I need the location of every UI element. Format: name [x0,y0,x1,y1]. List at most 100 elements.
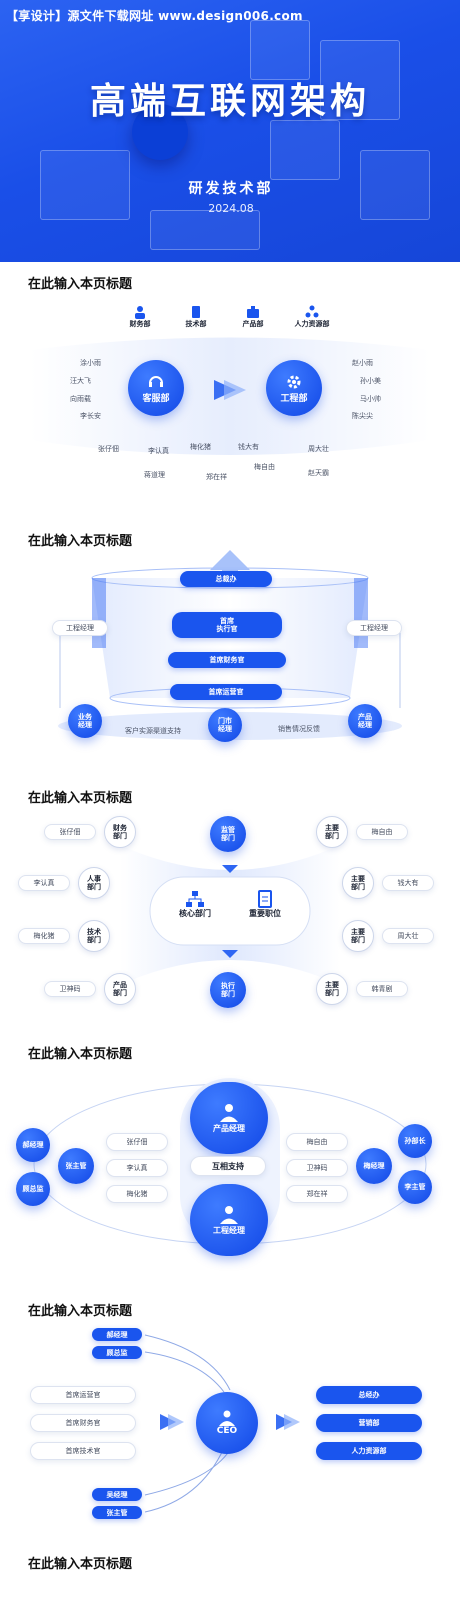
dept-label: 财务部 [129,320,151,328]
key-role-block[interactable]: 重要职位 [232,880,298,928]
name-label: 钱大有 [238,443,259,451]
label-eng-manager-left[interactable]: 工程经理 [52,620,108,636]
hero-orb [132,104,188,160]
dept-tech[interactable]: 技术部 [176,305,216,329]
org-icon [305,305,319,318]
pill-label: 梅化猪 [126,1190,148,1198]
left-dept-node[interactable]: 技术 部门 [78,920,110,952]
node-label: 执行 部门 [221,981,235,998]
node-label: 孙部长 [404,1137,426,1145]
tag-label: 郝经理 [106,1330,128,1339]
left-role-pill[interactable]: 首席财务官 [30,1414,136,1432]
name-pill[interactable]: 李认真 [18,875,70,891]
right-dept-node[interactable]: 主要 部门 [316,973,348,1005]
dept-hr[interactable]: 人力资源部 [288,305,336,329]
name-pill[interactable]: 钱大有 [382,875,434,891]
level-ceo[interactable]: 首席 执行官 [172,612,282,638]
hub-customer-service[interactable]: 客服部 [128,360,184,416]
node-product-manager[interactable]: 产品经理 [190,1082,268,1154]
name-label: 陈尖尖 [352,412,373,420]
core-dept-block[interactable]: 核心部门 [162,880,228,928]
name-label: 赵天霸 [308,469,329,477]
node-minister-sun[interactable]: 孙部长 [398,1124,432,1158]
name-label: 马小帅 [360,395,381,403]
node-label: 人事 部门 [87,874,101,891]
left-dept-node[interactable]: 产品 部门 [104,973,136,1005]
tag-manager-wu[interactable]: 吴经理 [92,1488,142,1501]
tag-label: 吴经理 [106,1490,128,1499]
node-supervisor-li[interactable]: 李主管 [398,1170,432,1204]
name-pill[interactable]: 梅自由 [286,1133,348,1151]
name-pill[interactable]: 梅化猪 [18,928,70,944]
level-label: 总裁办 [215,575,237,583]
left-dept-node[interactable]: 人事 部门 [78,867,110,899]
section-title: 在此输入本页标题 [28,277,133,292]
level-ceo-office[interactable]: 总裁办 [180,571,272,587]
name-pill[interactable]: 卫神码 [44,981,96,997]
right-dept-node[interactable]: 主要 部门 [316,816,348,848]
node-label: 产品经理 [213,1123,245,1133]
dept-label: 技术部 [185,320,207,328]
name-pill[interactable]: 张仔佃 [44,824,96,840]
name-pill[interactable]: 郑在祥 [286,1185,348,1203]
right-dept-pill[interactable]: 人力资源部 [316,1442,422,1460]
dept-product[interactable]: 产品部 [233,305,273,329]
node-execution[interactable]: 执行 部门 [210,972,246,1008]
left-role-pill[interactable]: 首席运营官 [30,1386,136,1404]
node-label: 主要 部门 [325,823,339,840]
pill-label: 首席技术官 [65,1447,101,1455]
name-pill[interactable]: 韩青剧 [356,981,408,997]
name-pill[interactable]: 张仔佃 [106,1133,168,1151]
node-business-manager[interactable]: 业务 经理 [68,704,102,738]
left-role-pill[interactable]: 首席技术官 [30,1442,136,1460]
section-title: 在此输入本页标题 [28,1304,133,1319]
name-label: 李认真 [148,447,169,455]
node-product-manager[interactable]: 产品 经理 [348,704,382,738]
tag-director-gu[interactable]: 顾总监 [92,1346,142,1359]
cube-decoration [40,150,130,220]
key-label: 重要职位 [249,908,281,918]
node-manager-mei[interactable]: 梅经理 [356,1148,392,1184]
s1-background [30,337,430,455]
level-coo[interactable]: 首席运营官 [170,684,282,700]
node-director-gu[interactable]: 顾总监 [16,1172,50,1206]
right-dept-pill[interactable]: 营销部 [316,1414,422,1432]
name-pill[interactable]: 梅化猪 [106,1185,168,1203]
pill-label: 工程经理 [360,624,388,632]
tag-supervisor-zhang[interactable]: 张主管 [92,1506,142,1519]
right-dept-node[interactable]: 主要 部门 [342,867,374,899]
node-label: 顾总监 [22,1185,44,1193]
name-pill[interactable]: 李认真 [106,1159,168,1177]
pill-label: 互相支持 [212,1161,244,1171]
pill-label: 梅自由 [306,1138,328,1146]
pill-label: 梅自由 [371,828,393,836]
right-dept-pill[interactable]: 总经办 [316,1386,422,1404]
node-label: 产品 经理 [358,712,372,729]
node-manager-hao[interactable]: 郝经理 [16,1128,50,1162]
node-store-manager[interactable]: 门市 经理 [208,708,242,742]
level-cfo[interactable]: 首席财务官 [168,652,286,668]
tag-manager-hao[interactable]: 郝经理 [92,1328,142,1341]
person-icon [220,1103,238,1122]
right-dept-node[interactable]: 主要 部门 [342,920,374,952]
dept-finance[interactable]: 财务部 [120,305,160,329]
name-pill[interactable]: 周大壮 [382,928,434,944]
cube-decoration [150,210,260,250]
level-label: 首席 执行官 [216,616,238,633]
name-pill[interactable]: 卫神码 [286,1159,348,1177]
pill-label: 营销部 [358,1419,380,1427]
pill-label: 卫神码 [59,985,81,993]
hub-engineering[interactable]: 工程部 [266,360,322,416]
pill-label: 张仔佃 [126,1138,148,1146]
section-title: 在此输入本页标题 [28,1557,133,1572]
left-dept-node[interactable]: 财务 部门 [104,816,136,848]
name-pill[interactable]: 梅自由 [356,824,408,840]
pill-label: 李认真 [33,879,55,887]
name-label: 孙小美 [360,377,381,385]
node-supervisor-zhang[interactable]: 张主管 [58,1148,94,1184]
label-eng-manager-right[interactable]: 工程经理 [346,620,402,636]
node-engineering-manager[interactable]: 工程经理 [190,1184,268,1256]
node-supervision[interactable]: 监管 部门 [210,816,246,852]
node-ceo[interactable]: CEO [196,1392,258,1454]
mutual-support-pill[interactable]: 互相支持 [190,1156,266,1176]
